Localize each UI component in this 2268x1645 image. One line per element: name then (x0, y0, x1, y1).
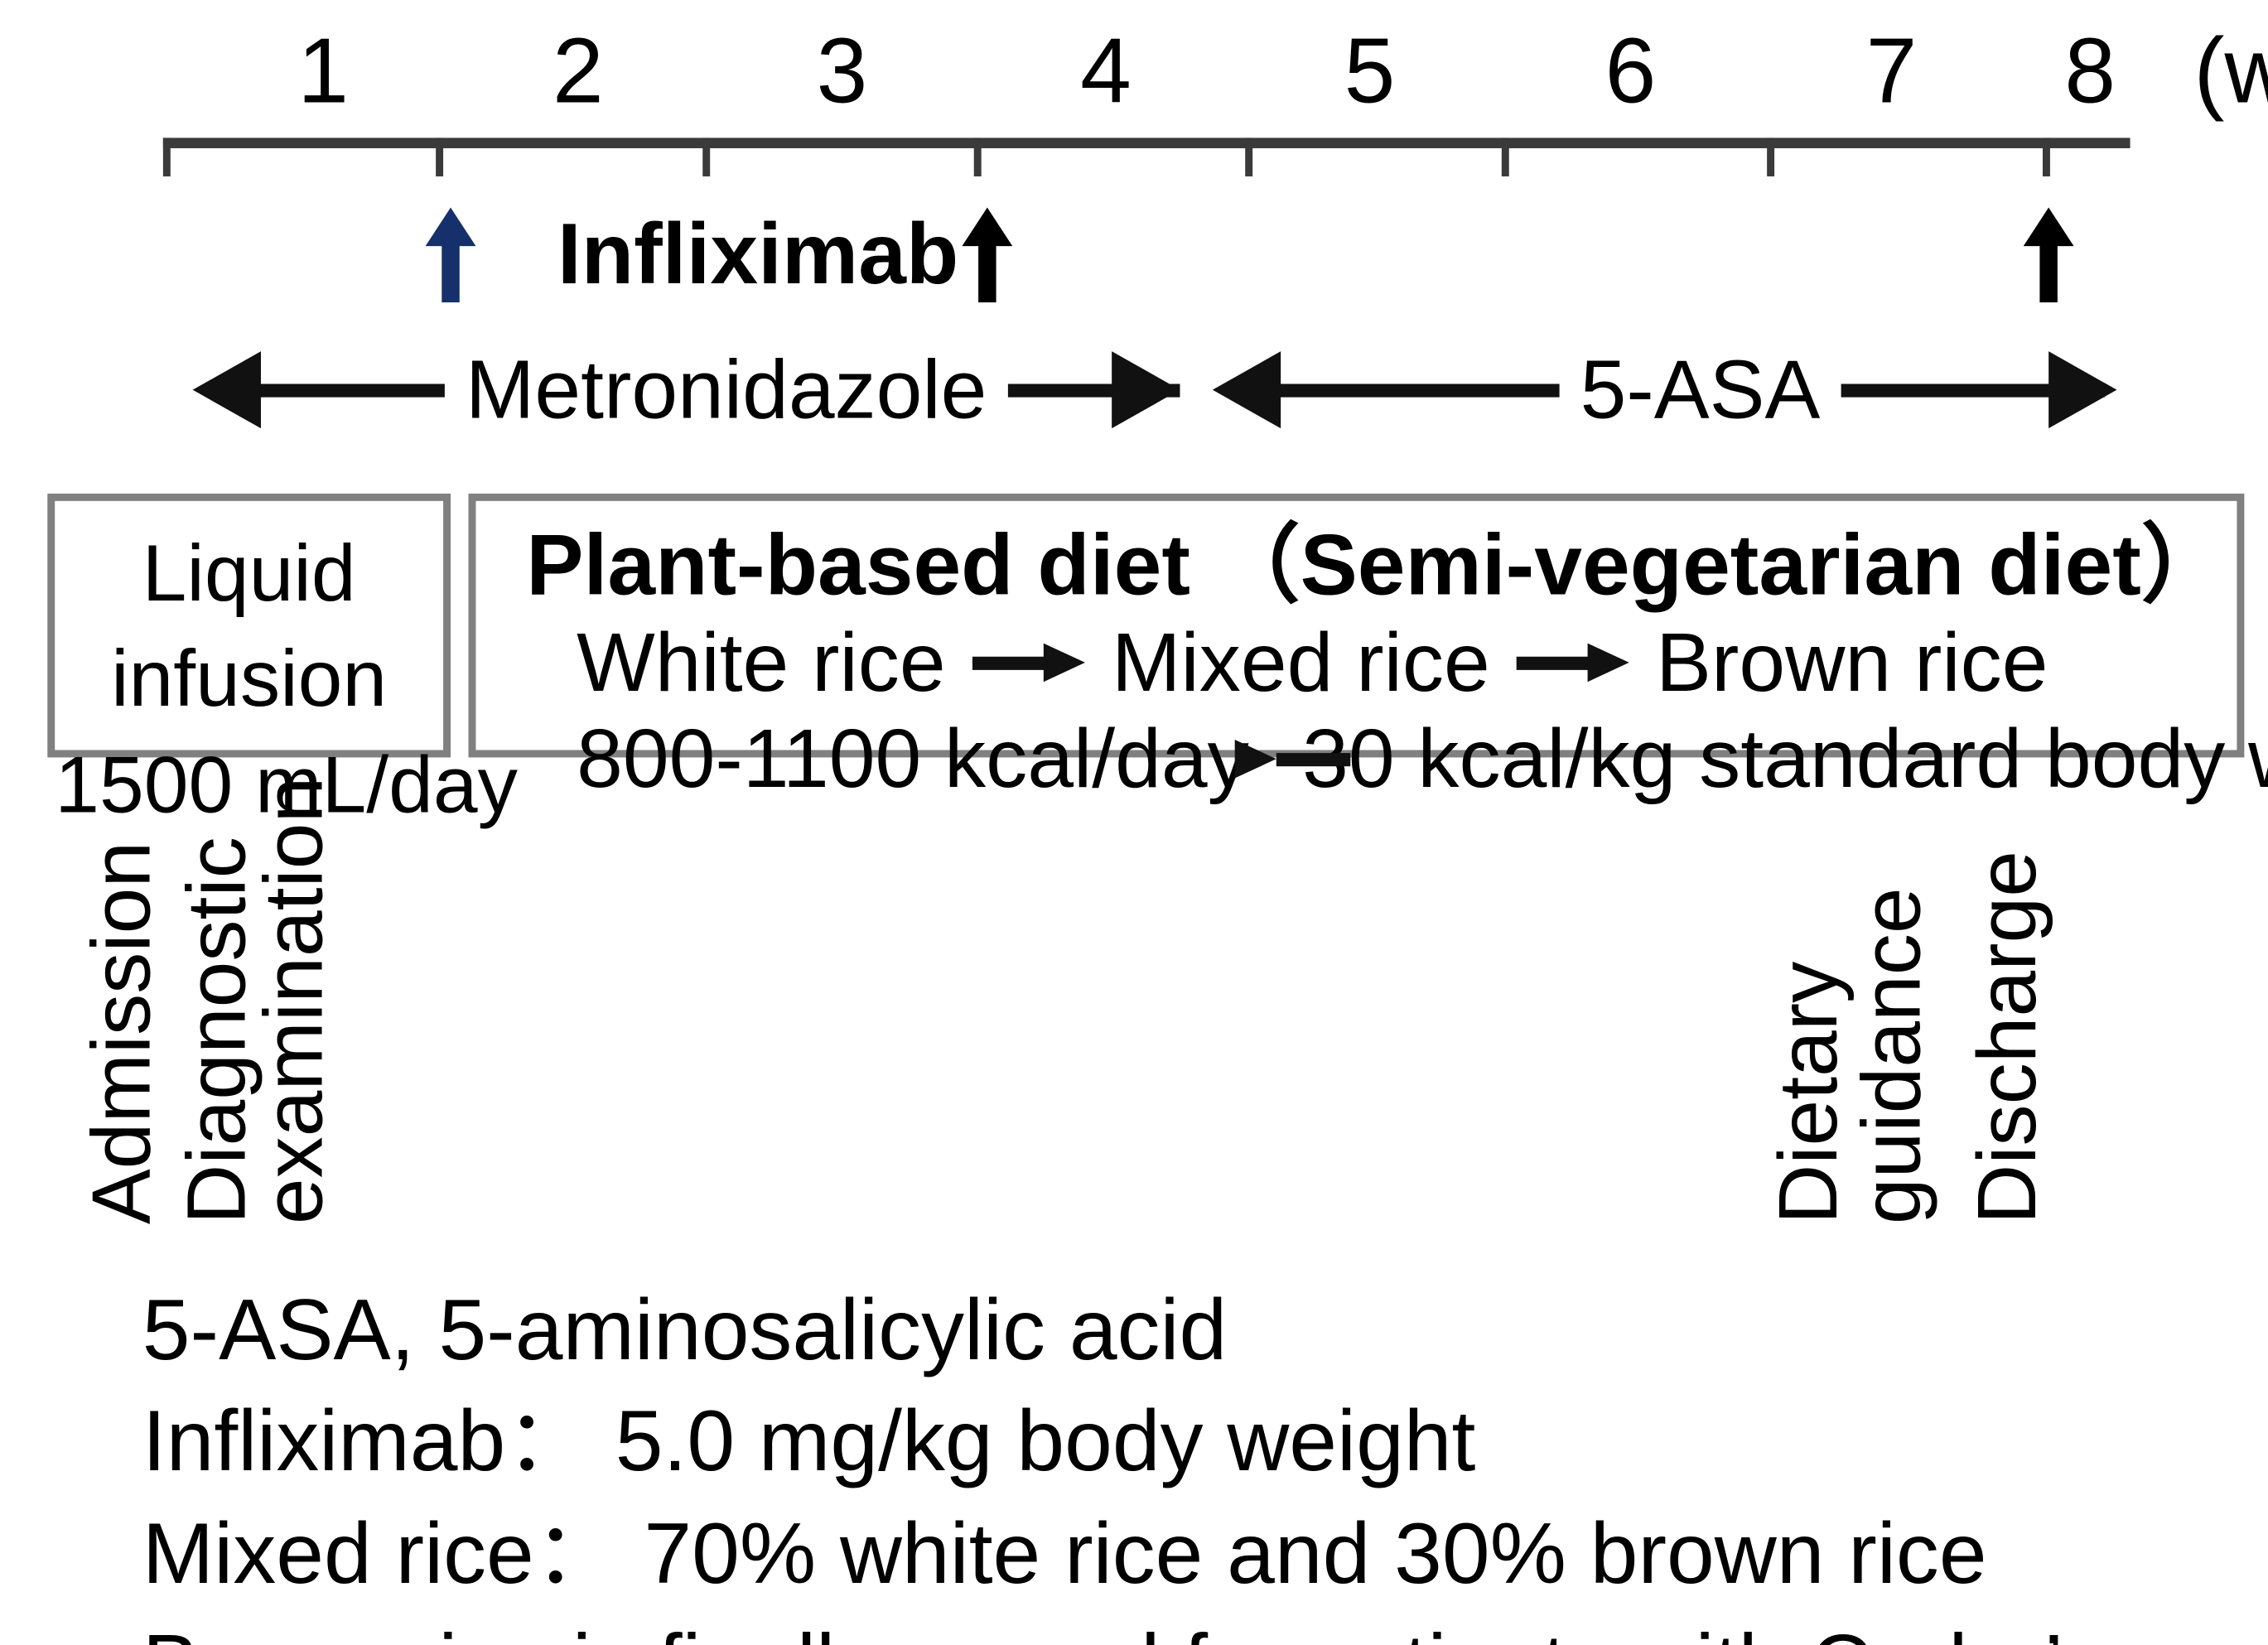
axis-tick-2 (702, 137, 711, 176)
week-tick-label-1: 1 (297, 21, 349, 123)
event-label-dietary: Dietary (1760, 961, 1855, 1225)
axis-tick-3 (973, 137, 982, 176)
figure-footnotes: 5-ASA, 5-aminosalicylic acid Infliximab：… (142, 1275, 2268, 1645)
axis-tick-4 (1245, 137, 1253, 176)
arrow-right-icon (972, 644, 1085, 683)
metronidazole-label: Metronidazole (444, 348, 1008, 432)
footnote-line-3: Mixed rice： 70% white rice and 30% brown… (142, 1505, 1987, 1603)
event-label-discharge: Discharge (1959, 851, 2053, 1225)
asa-label: 5-ASA (1559, 348, 1841, 432)
footnote-line-4: Brown rice is finally served for patient… (142, 1610, 2268, 1645)
calorie-stage-final: 30 kcal/kg standard body weight (1302, 711, 2268, 805)
event-label-admission: Admission (74, 841, 168, 1225)
rice-stage-white: White rice (577, 615, 946, 709)
liquid-infusion-line-2: infusion (111, 634, 388, 724)
plant-based-diet-box: Plant-based diet （Semi-vegetarian diet） … (468, 493, 2268, 805)
timeline-axis (162, 137, 2130, 148)
week-tick-label-8: 8 (2064, 21, 2116, 123)
asa-arrow-left-head (1212, 351, 1281, 429)
axis-tick-7 (2042, 137, 2050, 176)
event-label-guidance: guidance (1844, 887, 1937, 1225)
asa-arrow-right-head (2048, 351, 2117, 429)
footnote-line-1: 5-ASA, 5-aminosalicylic acid (142, 1281, 1228, 1379)
liquid-infusion-box: Liquid infusion 1500 mL/day (47, 493, 518, 829)
rice-stage-mixed: Mixed rice (1112, 615, 1490, 709)
axis-tick-6 (1767, 137, 1775, 176)
axis-tick-1 (436, 137, 444, 176)
week-tick-label-4: 4 (1080, 21, 1132, 123)
calorie-progression-row: 800-1100 kcal/day 30 kcal/kg standard bo… (526, 711, 2268, 808)
week-tick-label-7: 7 (1865, 21, 1918, 123)
infliximab-label: Infliximab (557, 205, 959, 303)
rice-stage-brown: Brown rice (1656, 615, 2048, 709)
axis-tick-5 (1501, 137, 1509, 176)
week-tick-label-2: 2 (553, 21, 604, 123)
axis-tick-0 (162, 137, 171, 176)
diet-box-title: Plant-based diet （Semi-vegetarian diet） (526, 517, 2227, 614)
event-label-examination: examination (246, 776, 340, 1225)
liquid-infusion-line-1: Liquid (142, 528, 356, 619)
week-tick-label-3: 3 (816, 21, 868, 123)
liquid-infusion-line-3: 1500 mL/day (55, 740, 518, 830)
week-tick-label-6: 6 (1604, 21, 1657, 123)
week-unit-label: (wk) (2193, 21, 2268, 123)
metronidazole-arrow-right-head (1112, 351, 1180, 429)
week-tick-label-5: 5 (1344, 21, 1396, 123)
footnote-line-2: Infliximab： 5.0 mg/kg body weight (142, 1393, 1476, 1491)
arrow-right-icon (1516, 644, 1629, 683)
metronidazole-arrow-left-head (192, 351, 261, 429)
calorie-stage-initial: 800-1100 kcal/day (577, 711, 1249, 805)
rice-progression-row: White rice Mixed rice Brown rice (526, 615, 2237, 712)
